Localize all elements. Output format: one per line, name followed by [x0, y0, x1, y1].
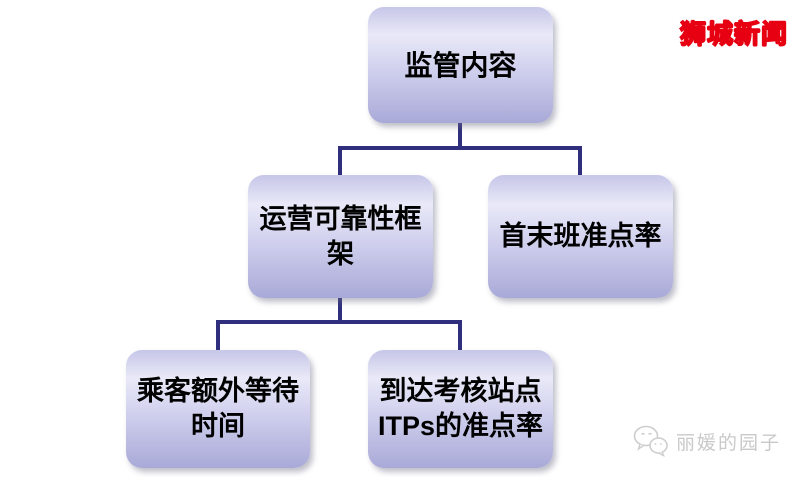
- node-label-line: ITPs的准点率: [377, 411, 544, 441]
- connector-to-reliability: [338, 146, 342, 175]
- node-label-line: 监管内容: [404, 49, 517, 81]
- site-logo-shicheng-news: 狮城新闻: [679, 18, 788, 49]
- node-passenger-excess-wait-time: 乘客额外等待 时间: [126, 350, 310, 468]
- connector-reliability-stem: [338, 298, 342, 324]
- node-label-line: 架: [327, 238, 354, 269]
- watermark: 丽媛的园子: [633, 424, 781, 458]
- connector-to-excess-wait-time: [216, 320, 220, 350]
- watermark-text: 丽媛的园子: [676, 432, 782, 454]
- connector-to-itps-punctuality: [458, 320, 462, 350]
- wechat-icon: [633, 425, 668, 457]
- node-label-line: 到达考核站点: [379, 376, 542, 406]
- node-label-line: 乘客额外等待: [137, 376, 299, 406]
- node-label-line: 首末班准点率: [499, 221, 662, 251]
- node-first-last-train-punctuality: 首末班准点率: [488, 175, 673, 298]
- node-itps-arrival-punctuality: 到达考核站点 ITPs的准点率: [368, 350, 553, 468]
- connector-level2-crossbar: [216, 320, 462, 324]
- node-label-line: 运营可靠性框: [259, 203, 422, 234]
- node-operational-reliability-framework: 运营可靠性框 架: [248, 175, 433, 298]
- connector-level1-crossbar: [338, 146, 582, 150]
- node-regulatory-content: 监管内容: [368, 7, 553, 123]
- node-label-line: 时间: [191, 411, 245, 441]
- connector-to-first-last: [578, 146, 582, 175]
- connector-root-stem: [458, 123, 462, 150]
